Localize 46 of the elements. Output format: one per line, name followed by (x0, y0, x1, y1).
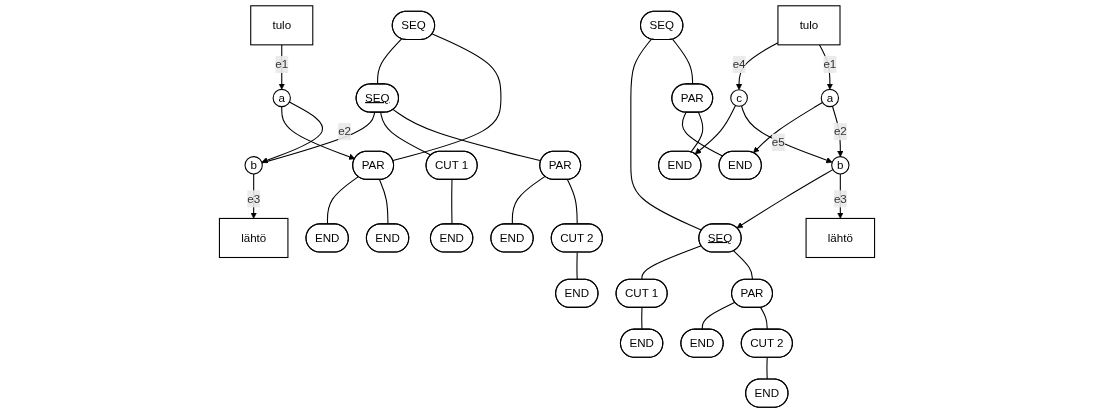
connector (567, 179, 578, 225)
connector (733, 250, 753, 281)
arrow (694, 104, 736, 155)
connector (377, 38, 403, 85)
connector (701, 301, 736, 330)
edge-label: e2 (833, 125, 847, 138)
arrow (281, 106, 356, 160)
edge-label: e1 (823, 57, 837, 71)
arrow (250, 173, 257, 219)
connector (760, 307, 768, 330)
edge-label: e5 (771, 135, 785, 149)
connector (392, 33, 502, 162)
node-circle: b (244, 156, 263, 175)
node-circle: c (730, 89, 748, 107)
edge-label: e1 (275, 57, 289, 71)
arrow (753, 101, 823, 154)
node-box: tulo (250, 5, 314, 46)
connector (672, 38, 694, 85)
arrow (278, 44, 285, 90)
connector (690, 111, 704, 153)
node-box: lähtö (805, 217, 876, 259)
connector (261, 111, 376, 164)
node-box: tulo (777, 5, 841, 46)
connector (641, 245, 702, 281)
arrow (261, 101, 324, 164)
arrow (837, 173, 844, 219)
connector (766, 357, 768, 380)
edge-label: e2 (338, 125, 351, 138)
node-circle: a (272, 88, 291, 108)
arrow (741, 105, 833, 164)
connector (451, 179, 453, 225)
connector (511, 175, 546, 225)
edge-label: e3 (833, 192, 847, 205)
connector (379, 179, 389, 225)
connector (326, 176, 359, 225)
node-circle: b (831, 156, 850, 175)
connector (392, 109, 542, 162)
connector (630, 38, 703, 231)
edge-label: e4 (732, 57, 746, 71)
connector (576, 251, 578, 281)
connector (641, 307, 643, 330)
node-box: lähtö (218, 217, 289, 259)
node-circle: a (820, 88, 840, 108)
edge-label: e3 (247, 192, 261, 205)
connector (380, 111, 432, 156)
arrow (736, 169, 834, 229)
